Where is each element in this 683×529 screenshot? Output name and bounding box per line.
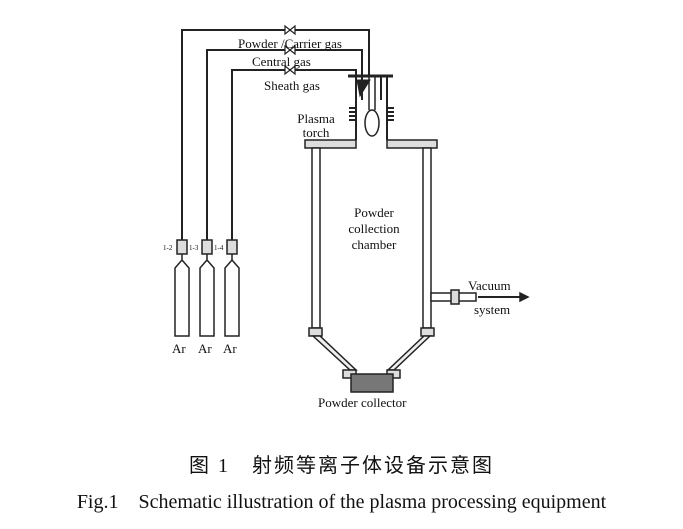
plasma-torch [348,74,394,140]
collection-chamber [304,139,438,393]
cylinder-gas-label: Ar [223,341,237,356]
powder-collector-box [350,373,394,393]
valve-icons [284,24,296,76]
label-central-gas: Central gas [252,54,311,69]
cylinder-valve-icon [176,239,188,255]
cylinder-gas-label: Ar [172,341,186,356]
plasma-flame-icon [364,109,380,137]
label-powder-carrier-gas: Powder /Carrier gas [238,36,342,51]
cylinder-valve-label: 1-3 [189,244,199,252]
caption-english: Fig.1 Schematic illustration of the plas… [76,491,607,513]
label-vacuum-system: system [474,302,511,317]
powder-carrier-gas-line [181,29,370,240]
arrow-right-icon [519,291,530,303]
caption-chinese: 图 1 射频等离子体设备示意图 [189,455,494,477]
gas-cylinders [174,239,240,337]
cylinder-valve-icon [226,239,238,255]
label-plasma-torch-line2: torch [302,125,330,140]
label-chamber-line1: Powder [354,205,394,220]
label-plasma-torch: Plasma torch [290,112,342,140]
cylinder-valve-label: 1-2 [163,244,173,252]
label-chamber-line2: collection [348,221,400,236]
cylinder-valve-label: 1-4 [214,244,224,252]
label-powder-collector: Powder collector [318,395,407,410]
gas-cylinder [199,239,215,337]
valve-icon [284,64,296,76]
schematic-drawing [174,24,530,393]
gas-cylinder [224,239,240,337]
label-sheath-gas: Sheath gas [264,78,320,93]
label-plasma-torch-line1: Plasma [297,111,335,126]
cylinder-gas-label: Ar [198,341,212,356]
valve-icon [284,44,296,56]
cylinder-valve-icon [201,239,213,255]
label-collection-chamber: Powder collection chamber [338,205,410,253]
label-vacuum: Vacuum [468,278,511,293]
gas-cylinder [174,239,190,337]
valve-icon [284,24,296,36]
schematic-figure: Powder /Carrier gas Central gas Sheath g… [163,24,530,410]
vacuum-port [430,289,530,305]
label-chamber-line3: chamber [351,237,397,252]
